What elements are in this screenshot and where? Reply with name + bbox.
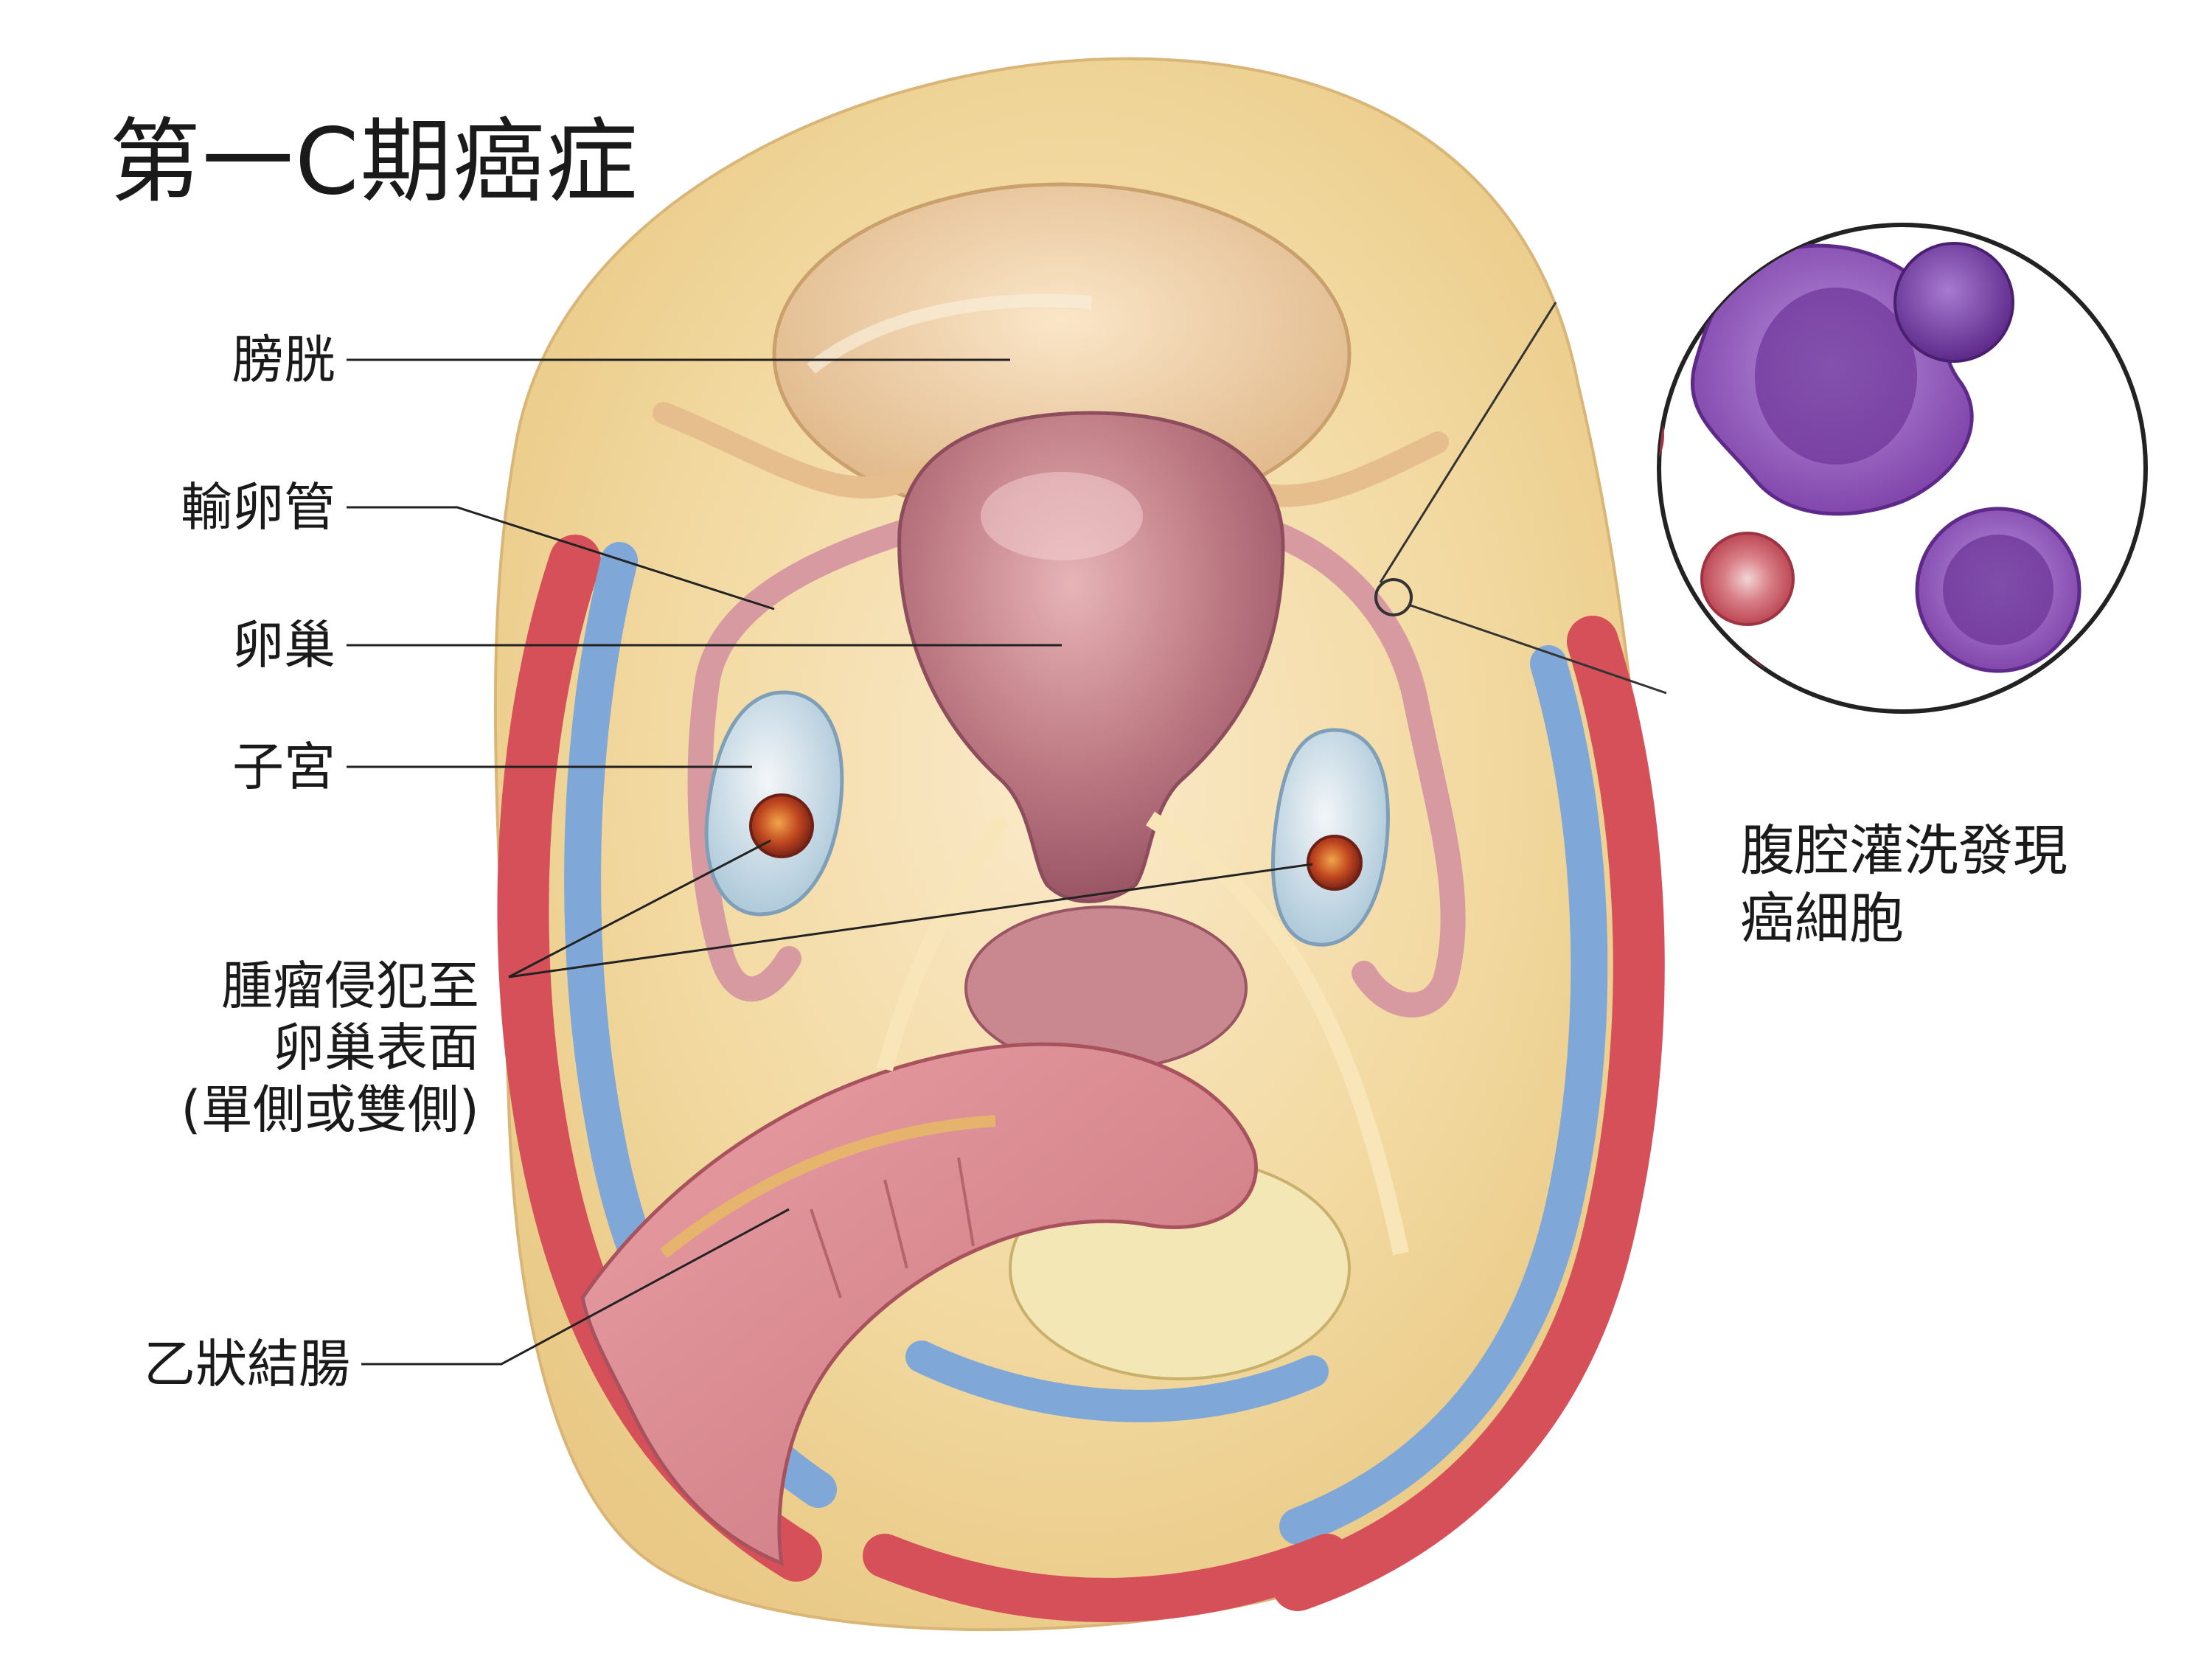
left-tumor xyxy=(749,793,814,858)
label-inset-line2: 癌細胞 xyxy=(1740,887,1904,950)
label-tumor-line3: (單側或雙側) xyxy=(181,1079,479,1140)
sample-site-circle xyxy=(1374,578,1413,616)
left-ureter xyxy=(877,813,1010,1071)
label-sigmoid-colon: 乙狀結腸 xyxy=(144,1334,350,1394)
label-inset: 腹腔灌洗發現 癌細胞 xyxy=(1740,817,2067,953)
fallopian-tube-leader xyxy=(347,506,775,611)
inset-connector-bottom xyxy=(1408,603,1667,695)
right-vein xyxy=(1279,645,1608,1545)
right-tumor xyxy=(1307,835,1363,891)
lower-vein xyxy=(905,1341,1329,1422)
label-inset-line1: 腹腔灌洗發現 xyxy=(1740,819,2067,883)
page-title: 第一C期癌症 xyxy=(109,109,639,215)
red-blood-cell-2 xyxy=(1700,532,1795,626)
left-fallopian-tube xyxy=(687,518,919,1002)
label-ovary: 卵巢 xyxy=(232,615,335,675)
label-tumor-line2: 卵巢表面 xyxy=(273,1018,479,1078)
label-tumor-line1: 腫瘤侵犯至 xyxy=(221,956,479,1016)
lymphocyte-top xyxy=(1893,242,2014,363)
right-artery xyxy=(1272,616,1665,1611)
lower-vessel xyxy=(863,1534,1349,1622)
label-bladder: 膀胱 xyxy=(232,330,335,390)
label-fallopian-tube: 輸卵管 xyxy=(181,477,335,538)
sigmoid-colon xyxy=(580,1042,1258,1566)
sigmoid-colon-leader xyxy=(361,1208,790,1366)
right-fallopian-tube xyxy=(1256,518,1466,1018)
label-uterus: 子宮 xyxy=(232,737,335,797)
inset-connector-top xyxy=(1379,302,1557,583)
tumor-leader-left xyxy=(508,839,771,978)
right-ureter xyxy=(1146,811,1409,1256)
label-tumor: 腫瘤侵犯至 卵巢表面 (單側或雙側) xyxy=(133,955,479,1141)
tumor-leader-right xyxy=(508,863,1313,978)
red-blood-cell-1 xyxy=(1659,382,1664,488)
